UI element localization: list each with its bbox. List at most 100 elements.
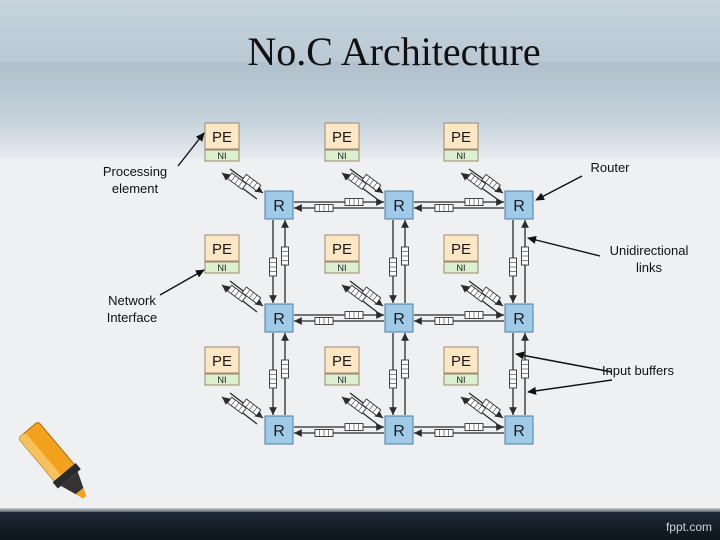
callout-unidirectional-links: Unidirectional links — [609, 243, 689, 275]
router-node: R — [384, 415, 414, 445]
slide-header-band — [0, 62, 720, 158]
router-node: R — [264, 415, 294, 445]
input-buffer — [344, 423, 364, 431]
processing-element-node: PE NI — [204, 346, 240, 386]
pe-label: PE — [451, 129, 471, 146]
slide-title: No.C Architecture — [247, 29, 541, 74]
input-buffer — [466, 284, 487, 303]
network-interface-node — [443, 149, 479, 162]
network-interface-node — [443, 373, 479, 386]
input-buffer — [314, 429, 334, 437]
callout-input-buffers: Input buffers — [601, 363, 675, 378]
router-label: R — [273, 423, 285, 440]
network-interface-node — [204, 149, 240, 162]
router-label: R — [273, 311, 285, 328]
callout-processing-element: Processing element — [102, 164, 168, 196]
input-buffer — [389, 257, 397, 277]
pe-label: PE — [212, 129, 232, 146]
input-buffer — [434, 429, 454, 437]
pe-label: PE — [451, 353, 471, 370]
input-buffer — [361, 286, 382, 305]
callout-arrow — [527, 236, 601, 257]
ni-label: NI — [338, 375, 347, 385]
processing-element-node: PE NI — [443, 122, 479, 162]
ni-label: NI — [218, 375, 227, 385]
network-interface-node — [204, 373, 240, 386]
ni-label: NI — [218, 263, 227, 273]
ni-label: NI — [457, 375, 466, 385]
processing-element-node: PE NI — [204, 122, 240, 162]
slide-footer-bar — [0, 512, 720, 540]
router-node: R — [504, 190, 534, 220]
input-buffer — [509, 369, 517, 389]
router-node: R — [264, 190, 294, 220]
callout-arrow — [159, 269, 205, 296]
router-label: R — [273, 198, 285, 215]
router-node: R — [504, 415, 534, 445]
input-buffer — [314, 204, 334, 212]
pe-label: PE — [451, 241, 471, 258]
input-buffer — [466, 172, 487, 191]
processing-element-node: PE NI — [443, 234, 479, 274]
input-buffer — [464, 198, 484, 206]
callout-arrow — [535, 175, 583, 201]
router-label: R — [393, 423, 405, 440]
processing-element-node: PE NI — [324, 234, 360, 274]
input-buffer — [401, 246, 409, 266]
callout-arrow — [527, 379, 613, 395]
router-node: R — [384, 190, 414, 220]
input-buffer — [521, 359, 529, 379]
router-node: R — [264, 303, 294, 333]
input-buffer — [509, 257, 517, 277]
input-buffer — [344, 198, 364, 206]
input-buffer — [434, 204, 454, 212]
router-label: R — [513, 311, 525, 328]
input-buffer — [434, 317, 454, 325]
input-buffer — [346, 396, 367, 415]
callout-arrow — [177, 132, 205, 167]
processing-element-node: PE NI — [324, 122, 360, 162]
input-buffer — [464, 423, 484, 431]
ni-label: NI — [457, 151, 466, 161]
network-interface-node — [443, 261, 479, 274]
input-buffer — [269, 257, 277, 277]
slide-footer-strip — [0, 508, 720, 512]
footer-brand: fppt.com — [665, 520, 712, 534]
input-buffer — [241, 398, 262, 417]
input-buffer — [466, 396, 487, 415]
input-buffer — [226, 396, 247, 415]
ni-label: NI — [338, 263, 347, 273]
ni-label: NI — [457, 263, 466, 273]
input-buffer — [481, 286, 502, 305]
input-buffer — [241, 173, 262, 192]
network-interface-node — [324, 149, 360, 162]
network-interface-node — [324, 261, 360, 274]
input-buffer — [281, 359, 289, 379]
callout-network-interface: Network Interface — [106, 293, 158, 325]
input-buffer — [346, 172, 367, 191]
pe-label: PE — [332, 241, 352, 258]
input-buffer — [481, 173, 502, 192]
network-interface-node — [324, 373, 360, 386]
input-buffer — [314, 317, 334, 325]
router-label: R — [513, 423, 525, 440]
input-buffer — [344, 311, 364, 319]
pe-label: PE — [212, 353, 232, 370]
router-label: R — [393, 198, 405, 215]
input-buffer — [226, 284, 247, 303]
input-buffer — [361, 398, 382, 417]
processing-element-node: PE NI — [204, 234, 240, 274]
ni-label: NI — [338, 151, 347, 161]
ni-label: NI — [218, 151, 227, 161]
pe-label: PE — [212, 241, 232, 258]
processing-element-node: PE NI — [443, 346, 479, 386]
input-buffer — [281, 246, 289, 266]
router-node: R — [384, 303, 414, 333]
input-buffer — [269, 369, 277, 389]
input-buffer — [521, 246, 529, 266]
pe-label: PE — [332, 129, 352, 146]
input-buffer — [241, 286, 262, 305]
router-label: R — [393, 311, 405, 328]
